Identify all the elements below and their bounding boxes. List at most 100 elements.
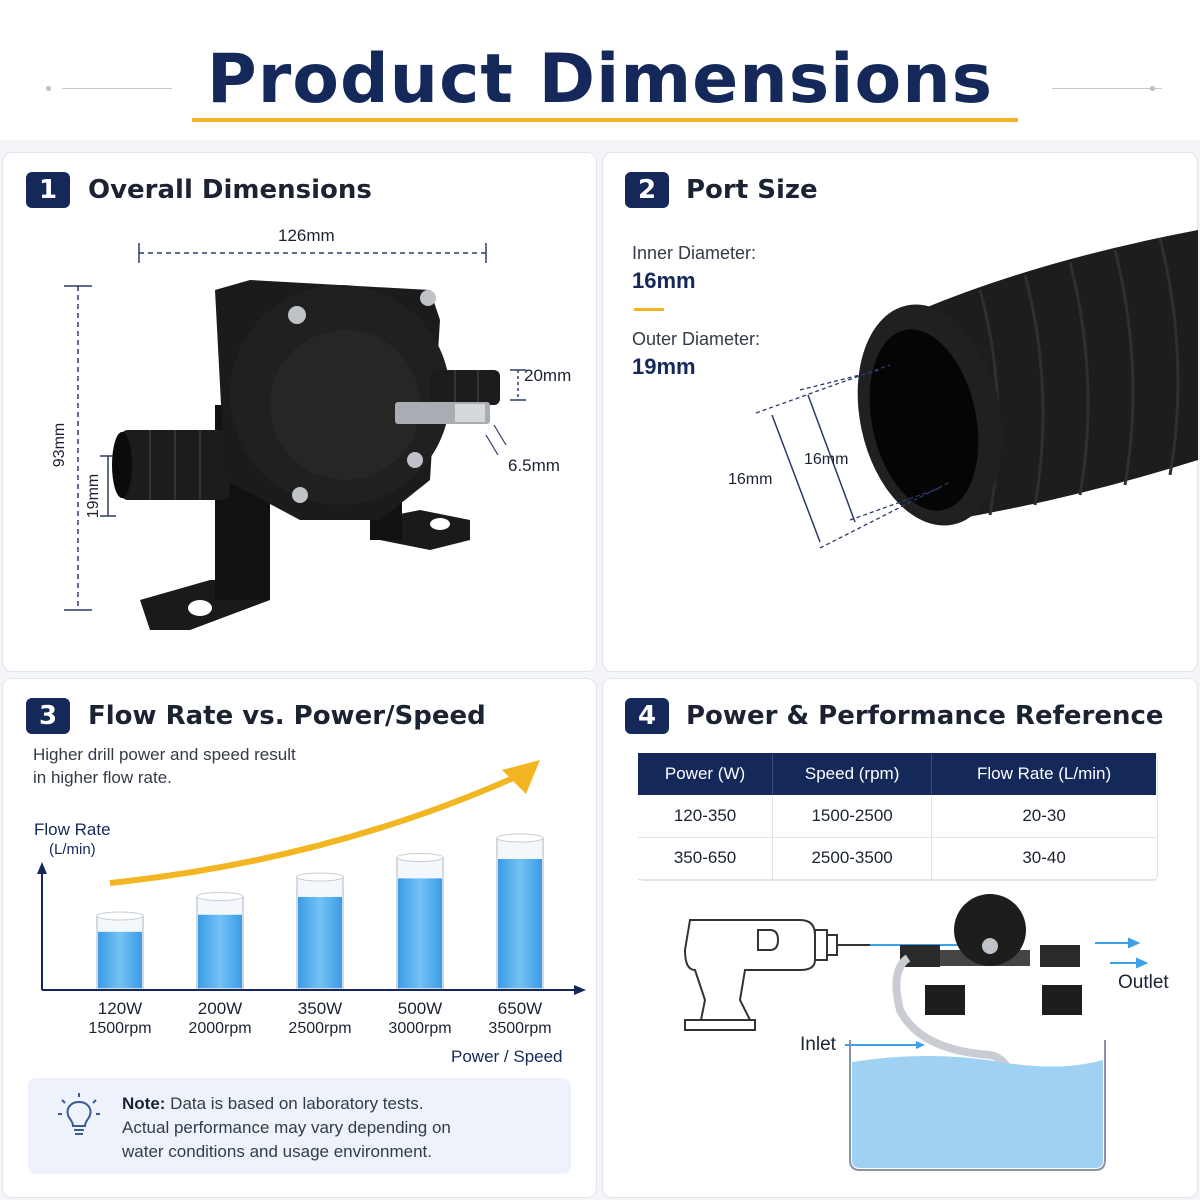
inner-diameter-value: 16mm [632,268,696,293]
table-row: 120-350 1500-2500 20-30 [638,795,1156,838]
outlet-size-label: 20mm [524,366,572,385]
flow-bar [496,833,544,989]
decorative-dot [1150,86,1155,91]
x-tick-label-speed: 3500rpm [488,1020,552,1037]
table-cell: 20-30 [931,795,1156,838]
panel-number-badge: 3 [26,698,70,734]
x-tick-label-power: 350W [297,999,343,1018]
flow-bar [196,892,244,989]
x-tick-label-speed: 1500rpm [88,1020,152,1037]
flow-description-line: in higher flow rate. [33,768,172,787]
flow-bar-water [98,931,142,988]
flow-bar-cap [96,911,144,921]
flow-bar [296,872,344,989]
outer-diameter-value: 19mm [632,354,696,379]
drill-icon [683,919,870,1031]
column-header: Power (W) [638,753,774,795]
note-line: water conditions and usage environment. [122,1142,432,1161]
table-cell: 120-350 [638,795,774,838]
diameter-arrows [771,394,856,543]
x-tick-label-power: 120W [97,999,143,1018]
panel-number-badge: 1 [26,172,70,208]
inlet-label: Inlet [800,1034,836,1055]
inlet-arrow-head [916,1041,925,1049]
mini-pump-icon [900,894,1082,1015]
x-tick-label-power: 500W [397,999,443,1018]
y-axis-unit: (L/min) [49,841,96,858]
width-label: 126mm [278,226,335,245]
table-cell: 2500-3500 [772,837,933,880]
outlet-dimension-line [510,369,526,401]
diameter-guides [755,364,951,549]
x-axis-label: Power / Speed [451,1047,563,1066]
outer-diameter-label: Outer Diameter: [632,329,761,349]
title-underline [192,118,1018,122]
performance-table: Power (W) Speed (rpm) Flow Rate (L/min) … [638,753,1156,880]
x-tick-label-speed: 2000rpm [188,1020,252,1037]
note-line: Note: Data is based on laboratory tests. [122,1092,451,1116]
shaft-dimension-line [485,424,507,456]
note-bold: Note: [122,1094,166,1113]
outlet-arrows [1095,937,1149,969]
usage-diagram [683,894,1149,1171]
pump-body [112,280,500,630]
accent-separator [634,308,664,311]
hose-drawing [755,230,1198,549]
decorative-dot [46,86,51,91]
height-dimension-line [64,285,92,611]
panel-title: Overall Dimensions [88,175,372,205]
outlet-label: Outlet [1118,972,1169,993]
height-label: 93mm [51,422,69,468]
note-box [28,1078,571,1174]
x-tick-label-speed: 3000rpm [388,1020,452,1037]
y-axis-arrow [37,862,47,874]
width-dimension-line [138,243,487,263]
page-header: Product Dimensions [0,0,1200,140]
column-header: Speed (rpm) [772,753,933,795]
x-axis-arrow [574,985,586,995]
lightbulb-icon [58,1093,100,1135]
flow-bar-cap [396,853,444,862]
flow-rate-chart [37,760,586,995]
flow-bar-water [498,859,542,988]
water-fill [852,1056,1103,1168]
table-cell: 350-650 [638,837,774,880]
port-height-label: 19mm [85,473,103,519]
y-axis-label: Flow Rate [34,820,111,839]
pump-dimension-drawing [64,243,526,630]
panel-title: Flow Rate vs. Power/Speed [88,701,486,731]
panel-number-badge: 2 [625,172,669,208]
flow-description: Higher drill power and speed result in h… [33,743,296,789]
table-cell: 1500-2500 [772,795,933,838]
column-header: Flow Rate (L/min) [931,753,1156,795]
flow-bar [96,911,144,989]
note-text: Note: Data is based on laboratory tests.… [122,1092,451,1164]
decorative-line-left [62,88,172,89]
flow-bar-cap [296,872,344,882]
note-line: Actual performance may vary depending on [122,1118,451,1137]
table-cell: 30-40 [931,837,1156,880]
flow-description-line: Higher drill power and speed result [33,745,296,764]
inner-diameter-label: Inner Diameter: [632,243,757,263]
flow-bar-water [298,896,342,988]
panel-number-badge: 4 [625,698,669,734]
panel-title: Port Size [686,175,818,205]
table-row: 350-650 2500-3500 30-40 [638,837,1156,880]
flow-bar-water [198,914,242,988]
page-title: Product Dimensions [206,40,994,119]
table-header-row: Power (W) Speed (rpm) Flow Rate (L/min) [638,753,1156,795]
x-tick-label-power: 650W [497,999,543,1018]
flow-bar [396,853,444,989]
flow-bar-water [398,878,442,988]
decorative-line-right [1052,88,1162,89]
note-line-text: Data is based on laboratory tests. [165,1094,424,1113]
trend-arrow-icon [109,772,522,886]
flow-bar-cap [496,833,544,843]
flow-bar-cap [196,892,244,901]
water-tank [849,1040,1106,1171]
hose-outer-annotation: 16mm [728,471,773,488]
x-tick-label-power: 200W [197,999,243,1018]
x-tick-label-speed: 2500rpm [288,1020,352,1037]
hose-inner-annotation: 16mm [804,451,849,468]
trend-arrow-head [502,760,540,794]
